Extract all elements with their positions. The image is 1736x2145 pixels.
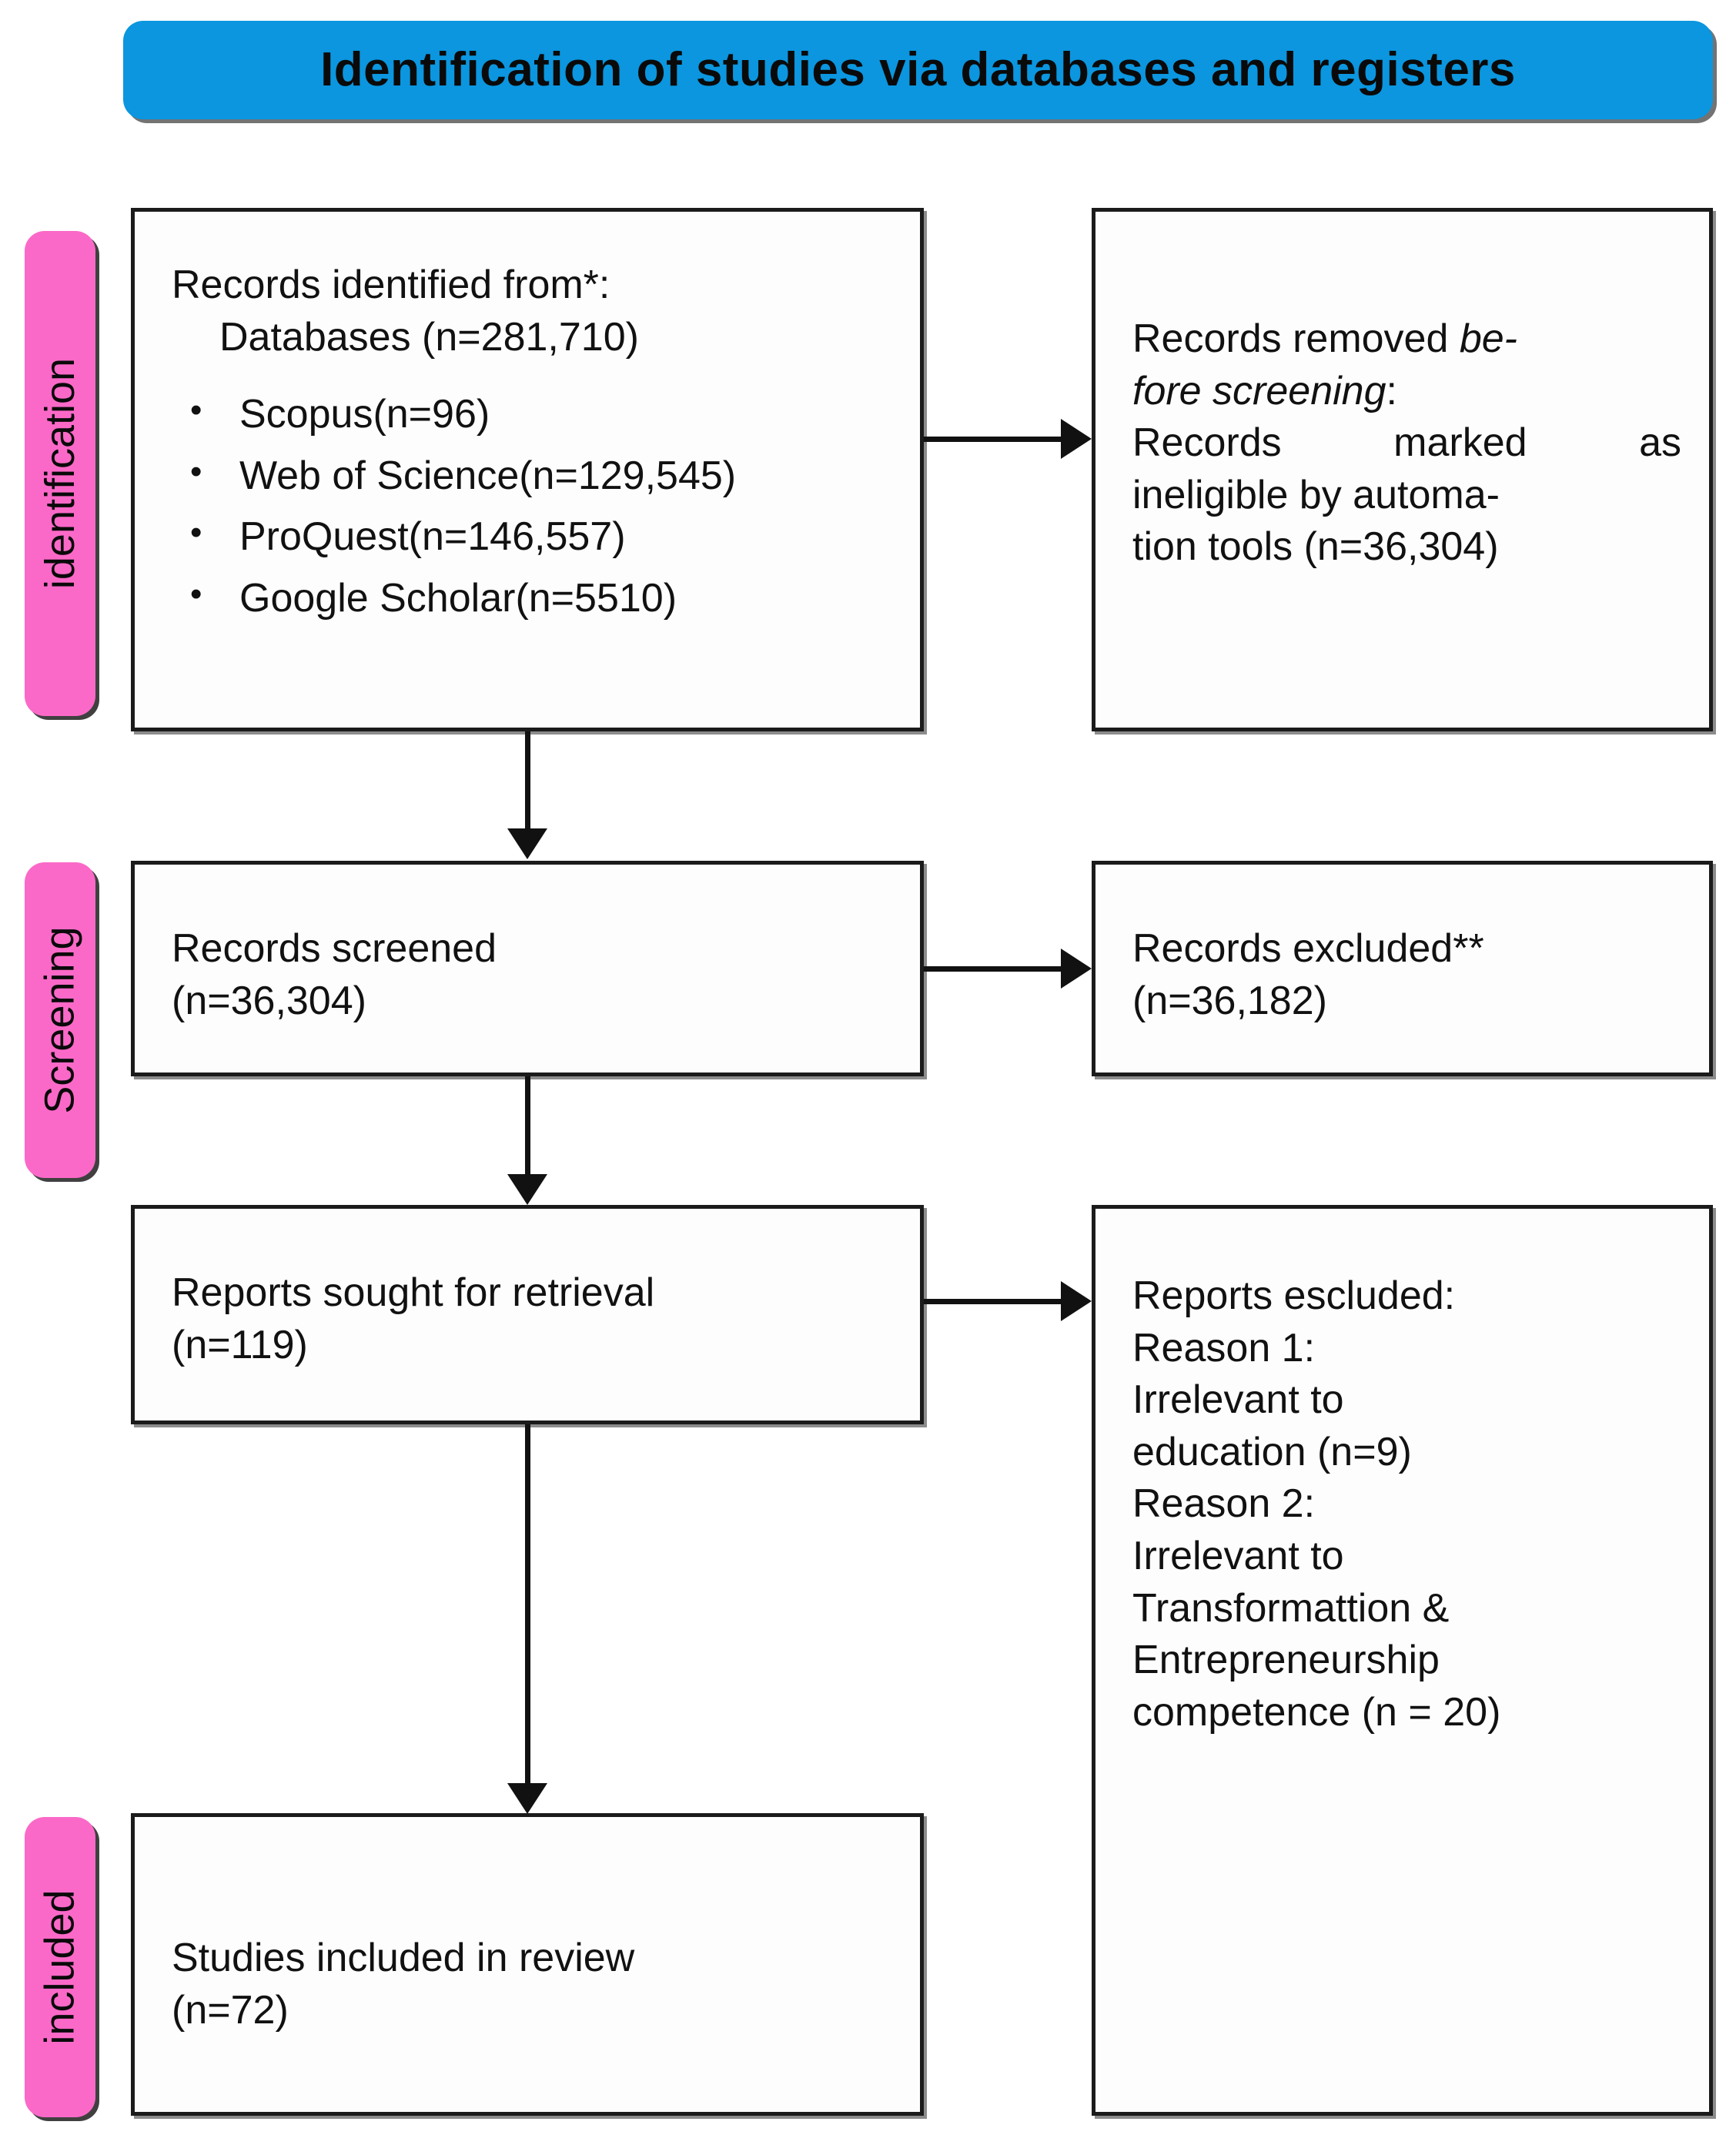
records-identified-heading: Records identified from*:: [172, 263, 610, 307]
arrow-down-icon: [507, 1174, 547, 1205]
reports-sought-line-2: (n=119): [172, 1322, 308, 1367]
arrow-down-icon: [507, 1783, 547, 1814]
connector-screened-to-excluded: [924, 966, 1062, 972]
records-removed-line-2-italic: fore screening: [1132, 368, 1386, 413]
stage-label-included-text: included: [37, 1889, 83, 2045]
connector-sought-to-reports-excluded: [924, 1299, 1062, 1304]
records-removed-line-1-prefix: Records removed: [1132, 316, 1460, 361]
reports-excluded-line-8: Entrepreneurship: [1132, 1638, 1440, 1683]
records-screened-line-1: Records screened: [172, 926, 497, 971]
stage-label-screening-text: Screening: [37, 926, 84, 1114]
stage-label-identification: identification: [25, 231, 95, 716]
box-studies-included: Studies included in review (n=72): [131, 1813, 924, 2116]
reports-excluded-line-6: Irrelevant to: [1132, 1533, 1344, 1578]
records-screened-line-2: (n=36,304): [172, 978, 366, 1023]
box-records-identified: Records identified from*: Databases (n=2…: [131, 208, 924, 731]
records-removed-line-3: Records marked as: [1132, 420, 1681, 466]
reports-excluded-line-7: Transformattion &: [1132, 1585, 1450, 1631]
box-records-excluded-body: Records excluded** (n=36,182): [1132, 923, 1681, 1027]
reports-excluded-line-1: Reports escluded:: [1132, 1273, 1456, 1318]
list-item: Web of Science(n=129,545): [172, 450, 892, 502]
records-removed-line-2-suffix: :: [1386, 368, 1397, 413]
records-removed-line-1: Records removed be-: [1132, 313, 1681, 366]
box-reports-excluded: Reports escluded: Reason 1: Irrelevant t…: [1092, 1205, 1713, 2116]
studies-included-line-2: (n=72): [172, 1987, 289, 2033]
box-records-screened: Records screened (n=36,304): [131, 861, 924, 1076]
box-reports-sought-body: Reports sought for retrieval (n=119): [172, 1267, 892, 1371]
box-records-excluded: Records excluded** (n=36,182): [1092, 861, 1713, 1076]
connector-identified-to-screened: [525, 731, 530, 830]
stage-label-identification-text: identification: [37, 357, 84, 590]
box-reports-sought: Reports sought for retrieval (n=119): [131, 1205, 924, 1424]
stage-label-included: included: [25, 1817, 95, 2117]
diagram-header-banner: Identification of studies via databases …: [123, 21, 1713, 119]
records-identified-source-list: Scopus(n=96) Web of Science(n=129,545) P…: [172, 388, 892, 624]
reports-excluded-line-5: Reason 2:: [1132, 1481, 1316, 1527]
records-removed-line-2: fore screening:: [1132, 366, 1681, 418]
records-removed-line-5: tion tools (n=36,304): [1132, 524, 1499, 570]
arrow-right-icon: [1061, 419, 1092, 459]
records-identified-databases: Databases (n=281,710): [219, 314, 639, 360]
records-removed-line-4: ineligible by automa-: [1132, 472, 1500, 517]
reports-excluded-line-9: competence (n = 20): [1132, 1689, 1501, 1735]
list-item: ProQuest(n=146,557): [172, 510, 892, 563]
studies-included-line-1: Studies included in review: [172, 1936, 635, 1980]
reports-excluded-line-4: education (n=9): [1132, 1429, 1412, 1474]
connector-sought-to-included: [525, 1424, 530, 1785]
records-excluded-line-2: (n=36,182): [1132, 978, 1327, 1023]
box-records-identified-body: Records identified from*: Databases (n=2…: [172, 259, 892, 634]
records-removed-line-1-italic: be-: [1459, 316, 1517, 361]
box-studies-included-body: Studies included in review (n=72): [172, 1933, 892, 2036]
arrow-right-icon: [1061, 949, 1092, 989]
box-records-screened-body: Records screened (n=36,304): [172, 923, 892, 1027]
connector-identified-to-removed: [924, 437, 1062, 442]
records-excluded-line-1: Records excluded**: [1132, 926, 1484, 971]
reports-sought-line-1: Reports sought for retrieval: [172, 1270, 655, 1315]
stage-label-screening: Screening: [25, 862, 95, 1178]
box-reports-excluded-body: Reports escluded: Reason 1: Irrelevant t…: [1132, 1270, 1681, 1738]
connector-screened-to-sought: [525, 1076, 530, 1176]
list-item: Scopus(n=96): [172, 388, 892, 440]
box-records-removed-body: Records removed be- fore screening: Reco…: [1132, 313, 1681, 574]
reports-excluded-line-3: Irrelevant to: [1132, 1377, 1344, 1423]
arrow-down-icon: [507, 828, 547, 859]
arrow-right-icon: [1061, 1281, 1092, 1321]
list-item: Google Scholar(n=5510): [172, 572, 892, 624]
box-records-removed: Records removed be- fore screening: Reco…: [1092, 208, 1713, 731]
reports-excluded-line-2: Reason 1:: [1132, 1325, 1316, 1370]
diagram-title: Identification of studies via databases …: [320, 42, 1516, 96]
